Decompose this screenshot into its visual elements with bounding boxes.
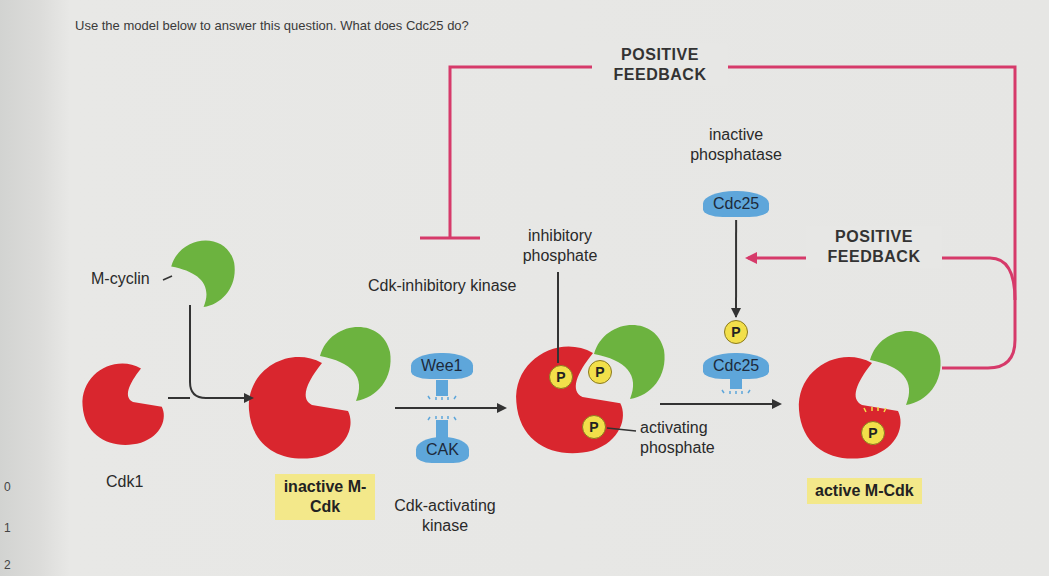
part-name: Cdk1 bbox=[106, 472, 143, 492]
phosphate-circle: P bbox=[588, 360, 612, 384]
phosphate-circle: P bbox=[724, 320, 748, 344]
phosphate-circle: P bbox=[582, 415, 606, 439]
feedback-label: POSITIVE FEEDBACK bbox=[592, 44, 728, 86]
part-name: M-cyclin bbox=[91, 269, 150, 289]
question-title: Use the model below to answer this quest… bbox=[75, 18, 469, 33]
node-text: P bbox=[589, 419, 598, 435]
phosphatase-blob: Cdc25 bbox=[703, 191, 769, 217]
line-number: 1 bbox=[4, 521, 11, 536]
node-text: Cdc25 bbox=[713, 195, 759, 212]
node-text: P bbox=[595, 364, 604, 380]
node-text: P bbox=[556, 369, 565, 385]
state-label: active M-Cdk bbox=[807, 478, 922, 504]
node-text: P bbox=[731, 324, 740, 340]
node-text: Wee1 bbox=[421, 357, 463, 374]
line-number: 2 bbox=[4, 558, 11, 573]
node-text: P bbox=[868, 425, 877, 441]
reaction-arrow bbox=[735, 220, 737, 317]
line-number: 0 bbox=[4, 480, 11, 495]
node-text: Cdc25 bbox=[713, 357, 759, 374]
enzyme-name: Cdk-activating kinase bbox=[370, 496, 520, 536]
feedback-label: POSITIVE FEEDBACK bbox=[806, 226, 942, 268]
part-name: activating phosphate bbox=[640, 418, 752, 458]
enzyme-name: Cdk-inhibitory kinase bbox=[368, 276, 517, 296]
node-text: inactive M-Cdk bbox=[284, 478, 367, 515]
part-name: inhibitory phosphate bbox=[500, 226, 620, 266]
phosphatase-blob: Cdc25 bbox=[703, 353, 769, 379]
phosphate-circle: P bbox=[549, 365, 573, 389]
phosphate-circle: P bbox=[861, 421, 885, 445]
state-label: inactive M-Cdk bbox=[275, 474, 375, 520]
node-text: active M-Cdk bbox=[815, 482, 914, 499]
node-text: CAK bbox=[426, 441, 459, 458]
kinase-blob: Wee1 bbox=[411, 353, 473, 379]
kinase-blob: CAK bbox=[416, 437, 469, 463]
part-name: inactive phosphatase bbox=[666, 125, 806, 165]
